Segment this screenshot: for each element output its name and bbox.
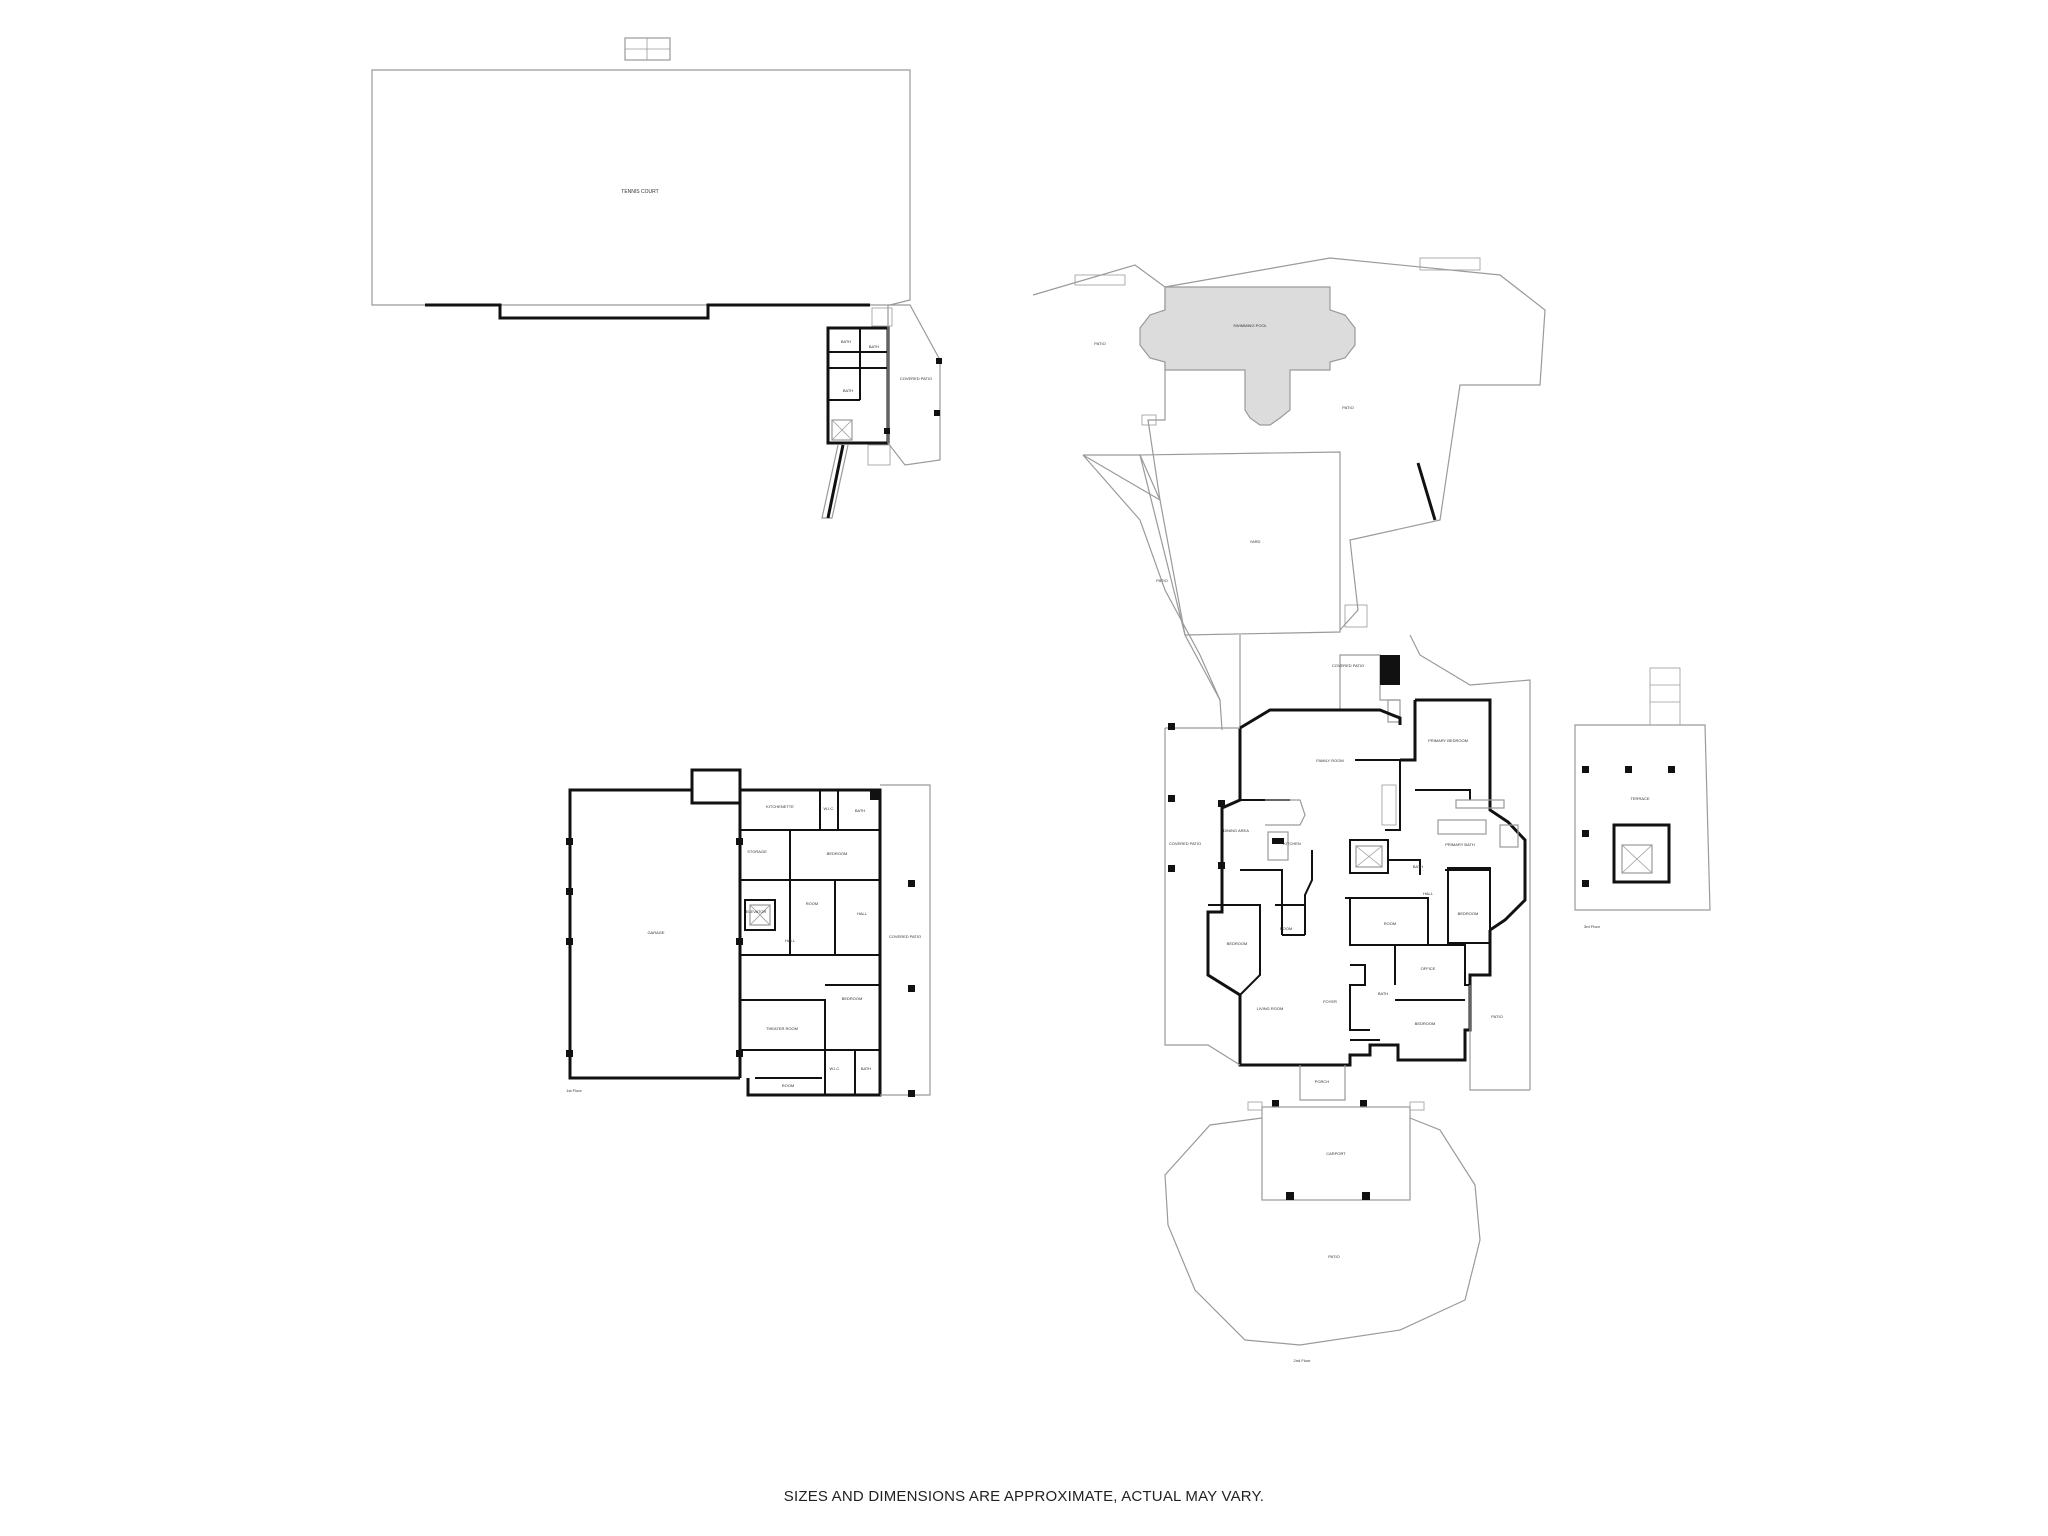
carport-label: CARPORT	[1326, 1151, 1346, 1156]
covered-patio-north-label: COVERED PATIO	[1332, 663, 1364, 668]
tennis-court-area: TENNIS COURT	[371, 37, 911, 320]
primary-bath-label: PRIMARY BATH	[1445, 842, 1475, 847]
hall-l1-label: HALL	[785, 938, 796, 943]
patio-nw-label: PATIO	[1094, 341, 1105, 346]
terrace-floor: TERRACE 3rd Floor	[1574, 667, 1711, 929]
pool-bath-3-label: BATH	[843, 388, 853, 393]
swimming-pool-label: SWIMMING POOL	[1233, 323, 1267, 328]
foyer-label: FOYER	[1323, 999, 1337, 1004]
bedroom-se-label: BEDROOM	[1415, 1021, 1436, 1026]
terrace-label: TERRACE	[1630, 796, 1649, 801]
bath-c-label: BATH	[1378, 991, 1388, 996]
room-w-label: ROOM	[1280, 926, 1292, 931]
pool-covered-patio-label: COVERED PATIO	[900, 376, 932, 381]
bath-l2-label: BATH	[861, 1066, 871, 1071]
main-floor-caption: 2nd Floor	[1294, 1358, 1312, 1363]
porch-label: PORCH	[1315, 1079, 1330, 1084]
carport-area: CARPORT PATIO 2nd Floor	[1164, 1101, 1481, 1363]
patio-path-label: PATIO	[1156, 578, 1167, 583]
yard-label: YARD	[1250, 539, 1261, 544]
patio-s-label: PATIO	[1328, 1254, 1339, 1259]
dining-area-label: DINING AREA	[1223, 828, 1249, 833]
disclaimer-text: SIZES AND DIMENSIONS ARE APPROXIMATE, AC…	[783, 1488, 1265, 1505]
wic-l2-label: W.I.C.	[830, 1066, 841, 1071]
room-l3-label: ROOM	[782, 1083, 794, 1088]
kitchenette-label: KITCHENETTE	[766, 804, 794, 809]
office-label: OFFICE	[1421, 966, 1436, 971]
covered-patio-west-label: COVERED PATIO	[1169, 841, 1201, 846]
kitchen-label: KITCHEN	[1283, 841, 1301, 846]
room-l2-label: ROOM	[806, 901, 818, 906]
upper-floor-caption: 3rd Floor	[1584, 924, 1601, 929]
bedroom-e-label: BEDROOM	[1458, 911, 1479, 916]
bath-l1-label: BATH	[855, 808, 865, 813]
pool-deck: SWIMMING POOL PATIO PATIO	[1032, 257, 1546, 631]
living-room-label: LIVING ROOM	[1257, 1006, 1284, 1011]
bedroom-l2-label: BEDROOM	[842, 996, 863, 1001]
tennis-court-outline	[371, 69, 911, 306]
pool-bath-1-label: BATH	[841, 339, 851, 344]
tennis-court-label: TENNIS COURT	[621, 189, 658, 195]
storage-label: STORAGE	[747, 849, 767, 854]
patio-e-label: PATIO	[1491, 1014, 1502, 1019]
family-room-label: FAMILY ROOM	[1316, 758, 1343, 763]
covered-patio-l-label: COVERED PATIO	[889, 934, 921, 939]
elevator-label: ELEVATOR	[746, 909, 767, 914]
swimming-pool	[1139, 286, 1356, 426]
bath-main-label: BATH	[1413, 864, 1423, 869]
lower-floor-caption: 1st Floor	[566, 1088, 582, 1093]
hall-l2-label: HALL	[857, 911, 868, 916]
room-c-label: ROOM	[1384, 921, 1396, 926]
pool-house: BATH BATH BATH COVERED PATIO	[821, 304, 942, 519]
main-floor: COVERED PATIO	[1164, 634, 1531, 1107]
pool-bath-2-label: BATH	[869, 344, 879, 349]
hall-main-label: HALL	[1423, 891, 1434, 896]
patio-ne-label: PATIO	[1342, 405, 1353, 410]
wic-label: W.I.C.	[824, 806, 835, 811]
bedroom-w-label: BEDROOM	[1227, 941, 1248, 946]
lower-floor: GARAGE KITCHENETTE W.I.C. BATH STORAGE B…	[566, 768, 931, 1097]
bedroom-l1-label: BEDROOM	[827, 851, 848, 856]
yard: YARD PATIO	[1082, 451, 1368, 731]
garage-label: GARAGE	[647, 930, 664, 935]
primary-bedroom-label: PRIMARY BEDROOM	[1428, 738, 1468, 743]
theater-room-label: THEATER ROOM	[766, 1026, 798, 1031]
